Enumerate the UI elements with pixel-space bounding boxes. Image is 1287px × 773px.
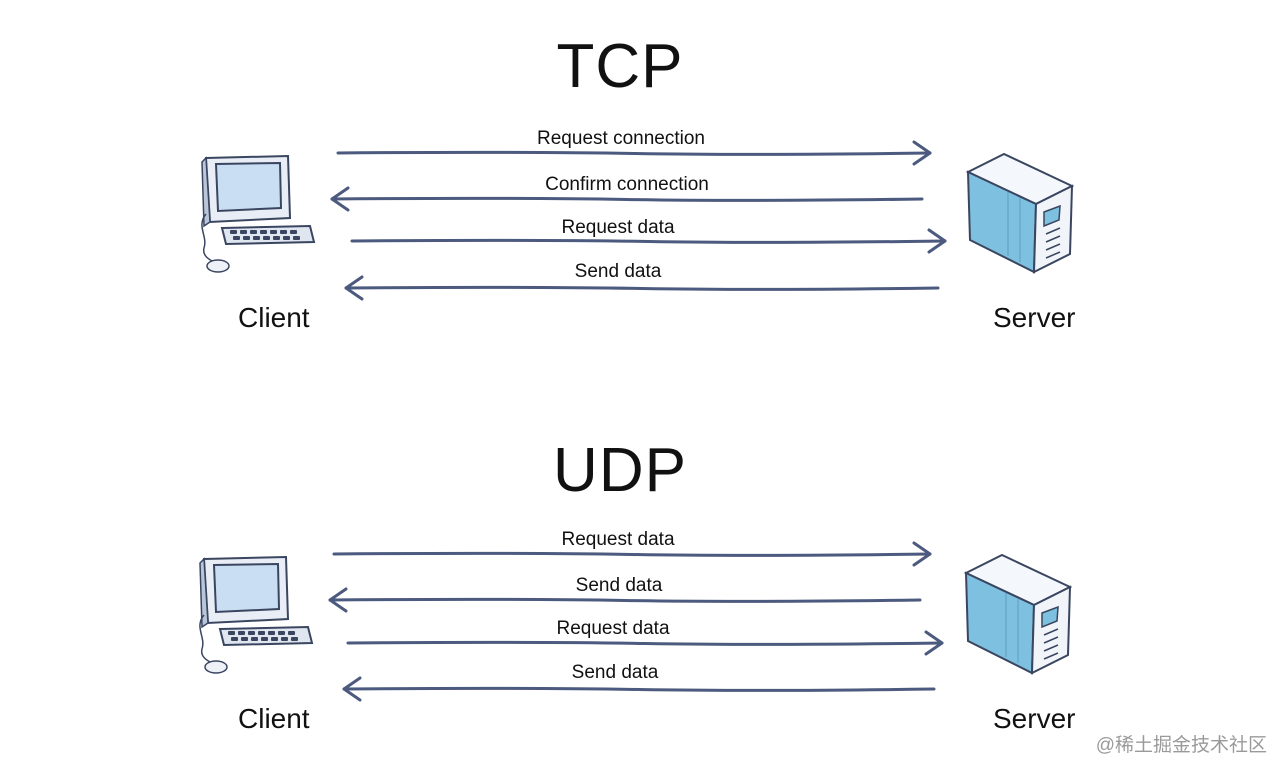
- udp-message-label: Request data: [556, 618, 670, 639]
- udp-arrow-to-client: [342, 676, 936, 702]
- tcp-arrow-to-client: [344, 275, 940, 301]
- tcp-message-label: Confirm connection: [545, 174, 709, 195]
- tcp-arrow-to-client: [330, 186, 924, 212]
- udp-message-label: Send data: [571, 662, 659, 683]
- tcp-message-label: Request data: [561, 217, 675, 238]
- udp-arrow-to-server: [332, 541, 932, 567]
- tcp-arrow-to-server: [336, 140, 932, 166]
- udp-arrow-to-client: [328, 587, 922, 613]
- udp-client-computer-icon: [198, 556, 313, 674]
- tcp-arrow-to-server: [350, 228, 947, 254]
- tcp-message-label: Send data: [574, 261, 662, 282]
- tcp-client-computer-icon: [200, 155, 315, 273]
- tcp-client-label: Client: [238, 302, 310, 333]
- tcp-message-label: Request connection: [537, 128, 705, 149]
- udp-client-label: Client: [238, 703, 310, 734]
- tcp-server-label: Server: [993, 302, 1076, 333]
- udp-server-tower-icon: [965, 554, 1071, 674]
- tcp-section-title: TCP: [556, 32, 684, 101]
- watermark: @稀土掘金技术社区: [1095, 735, 1267, 756]
- udp-arrow-to-server: [346, 630, 944, 656]
- udp-message-label: Request data: [561, 529, 675, 550]
- udp-server-label: Server: [993, 703, 1076, 734]
- udp-message-label: Send data: [575, 575, 663, 596]
- tcp-server-tower-icon: [967, 153, 1073, 273]
- udp-section-title: UDP: [553, 436, 687, 505]
